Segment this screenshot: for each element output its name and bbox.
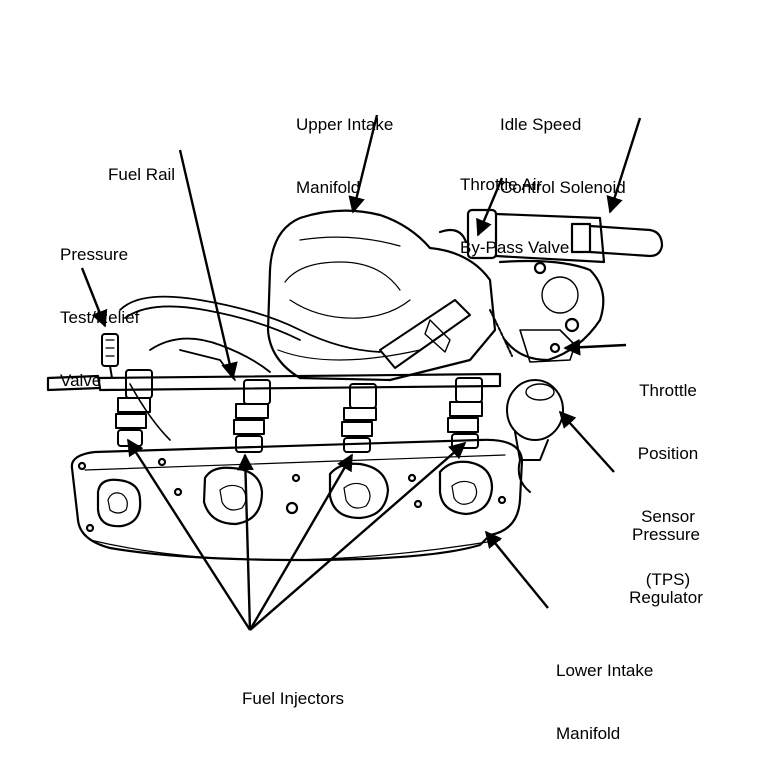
diagram-canvas: Upper Intake Manifold Idle Speed Control…: [46, 114, 703, 743]
label-throttle-position-sensor: Throttle Position Sensor (TPS): [637, 381, 699, 589]
label-upper-intake-manifold: Upper Intake Manifold: [296, 115, 394, 197]
engine-illustration: [46, 114, 664, 631]
label-fuel-injectors: Fuel Injectors: [242, 689, 345, 708]
upper-intake-manifold-drawing: [266, 209, 497, 382]
fuel-injectors-drawing: [115, 369, 483, 453]
leader-fuel-rail: [178, 149, 238, 380]
leader-injector-3: [248, 453, 354, 631]
leader-throttle-bypass: [476, 177, 504, 237]
pressure-relief-valve-drawing: [101, 333, 119, 379]
leader-injector-2: [237, 453, 254, 631]
lower-intake-manifold-drawing: [70, 438, 524, 562]
label-idle-speed-control-solenoid: Idle Speed Control Solenoid: [500, 115, 626, 197]
fuel-rail-drawing: [46, 372, 502, 441]
label-lower-intake-manifold: Lower Intake Manifold: [556, 661, 654, 743]
leader-lines: [80, 114, 642, 631]
leader-idle-speed: [606, 117, 642, 214]
label-pressure-regulator: Pressure Regulator: [629, 525, 703, 607]
leader-injector-1: [126, 438, 252, 631]
label-pressure-test-relief-valve: Pressure Test/Relief Valve: [60, 245, 140, 390]
connector-drawing: [379, 299, 513, 369]
wiring-harness-drawing: [119, 295, 381, 381]
label-fuel-rail: Fuel Rail: [108, 165, 176, 184]
leader-tps: [563, 338, 627, 356]
leader-injector-4: [249, 441, 467, 631]
leader-upper-intake: [348, 114, 379, 214]
pressure-regulator-drawing: [506, 379, 564, 493]
label-throttle-air-bypass-valve: Throttle Air By-Pass Valve: [460, 175, 570, 257]
leader-pressure-relief: [80, 267, 108, 328]
leader-lower-intake: [484, 530, 549, 609]
leader-pressure-regulator: [558, 410, 615, 473]
